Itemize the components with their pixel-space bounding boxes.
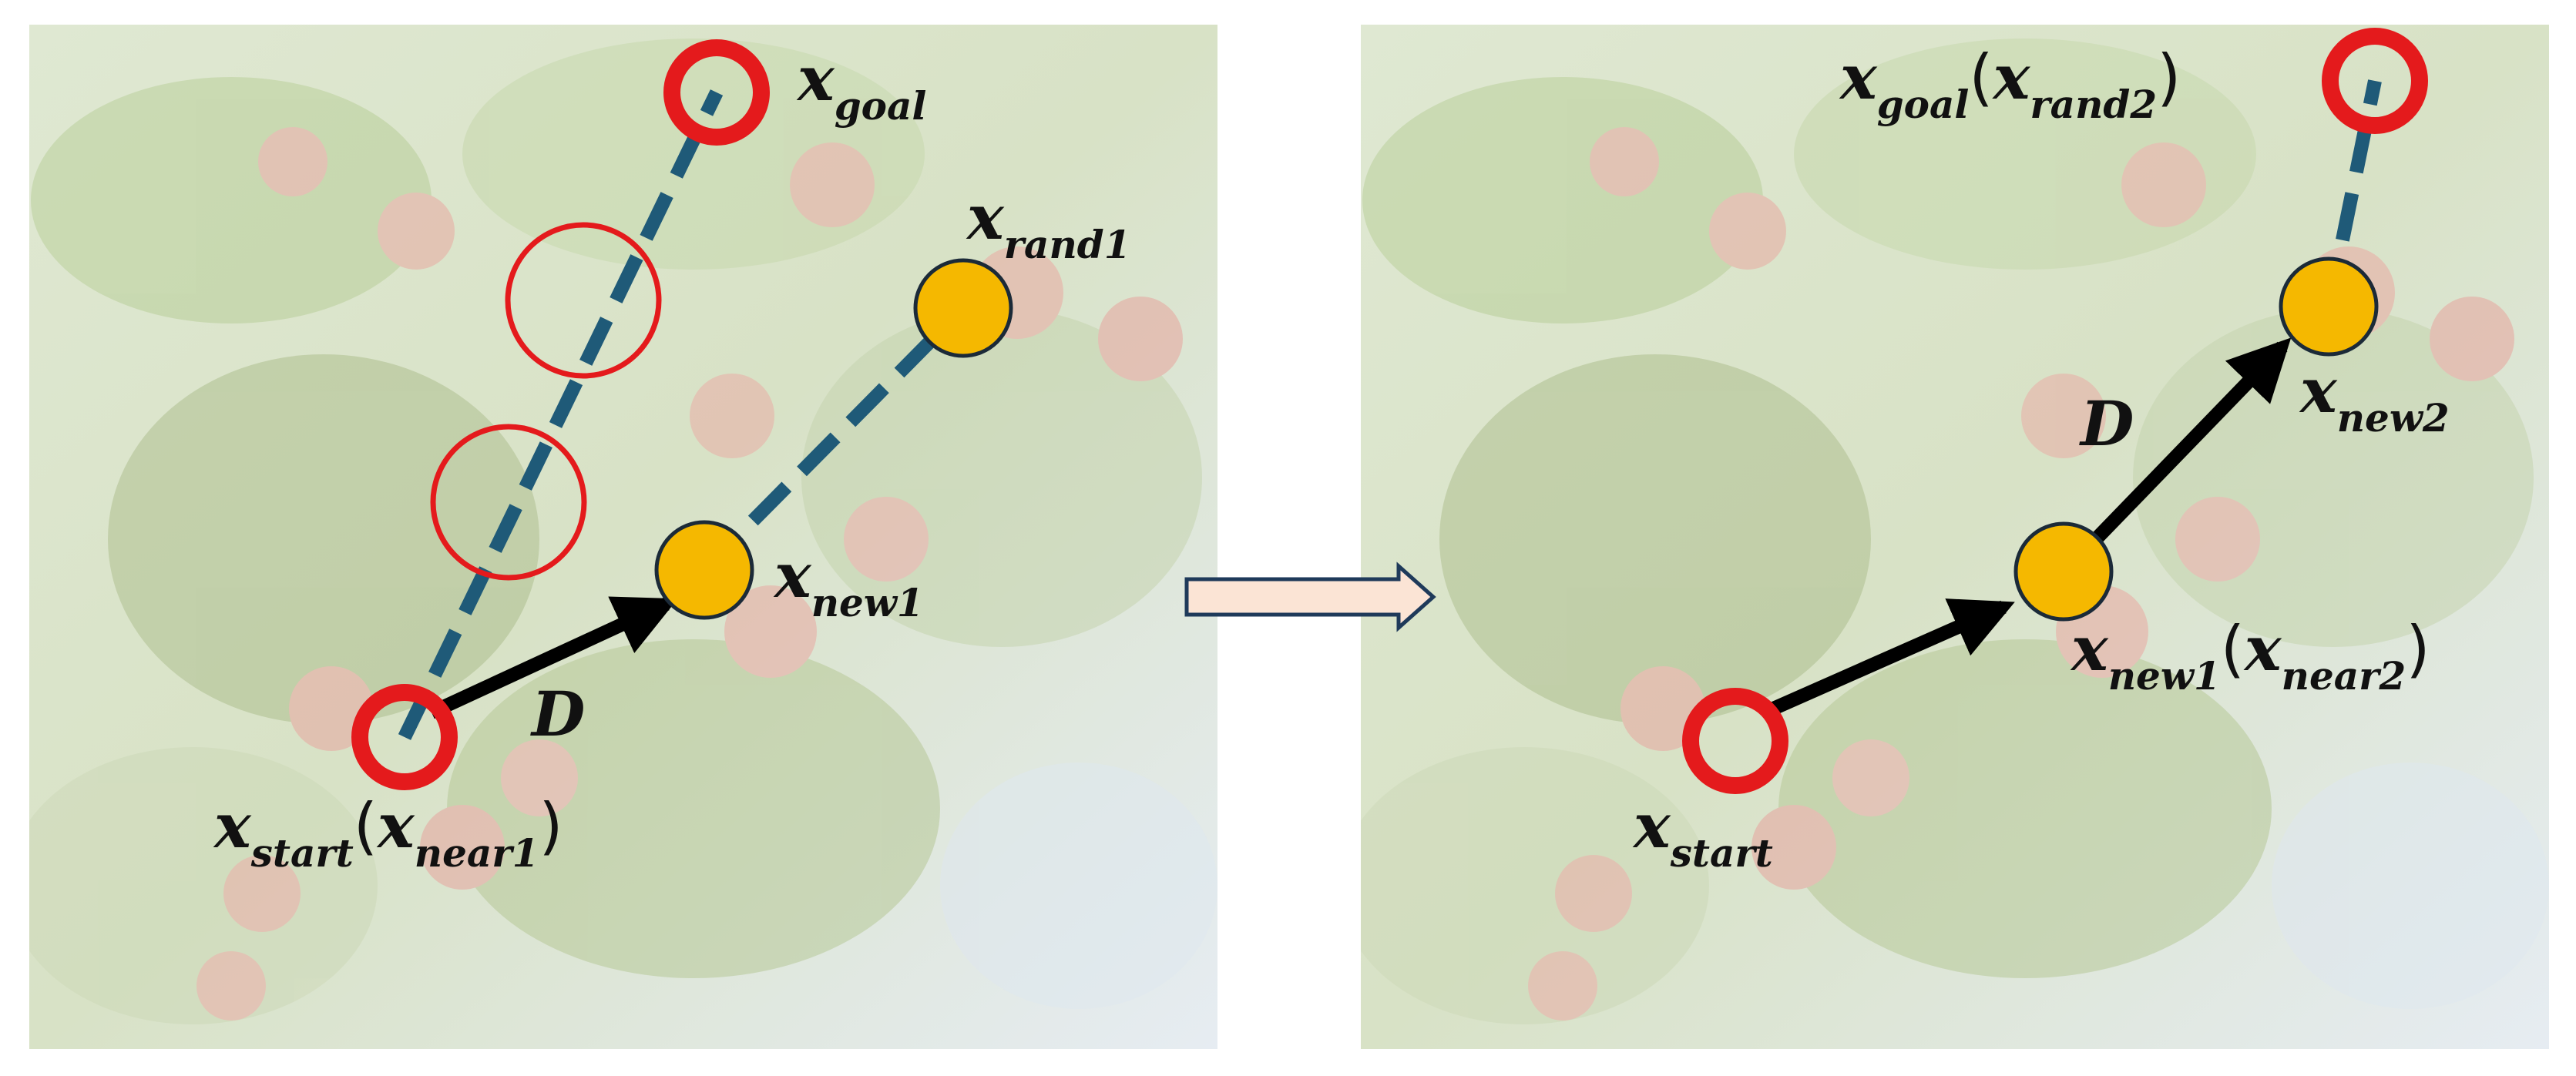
right-step-label: D xyxy=(2079,387,2134,460)
right-start-label: xstart xyxy=(1632,789,1773,876)
left-foliage xyxy=(29,39,1217,1024)
left-new1-label: xnew1 xyxy=(773,539,924,625)
left-new1-node xyxy=(654,520,754,620)
right-new1-node xyxy=(2013,521,2114,622)
left-step-arrow xyxy=(428,596,678,719)
right-start-node xyxy=(1682,688,1788,794)
left-dashed-new1-to-rand1 xyxy=(699,303,969,575)
left-rand1-node xyxy=(913,258,1013,358)
left-step-label: D xyxy=(530,678,585,750)
right-step-arrow-1 xyxy=(1762,598,2015,719)
transition-arrow xyxy=(1184,561,1436,632)
right-step-arrow-2 xyxy=(2091,337,2292,545)
left-start-node xyxy=(351,684,458,790)
left-start-label: xstart(xnear1) xyxy=(213,789,563,876)
right-new2-label: xnew2 xyxy=(2299,354,2450,441)
right-new1-label: xnew1(xnear2) xyxy=(2070,612,2430,699)
left-goal-label: xgoal xyxy=(796,42,926,129)
left-obstacle-circle-lower xyxy=(430,424,587,581)
left-obstacle-circle-upper xyxy=(505,222,662,379)
right-foliage xyxy=(1361,39,2549,1024)
right-goal-node xyxy=(2322,28,2428,134)
left-goal-node xyxy=(663,39,770,146)
right-new2-node xyxy=(2279,256,2379,357)
left-dashed-start-to-goal xyxy=(398,89,724,740)
left-panel xyxy=(29,25,1217,1049)
left-rand1-label: xrand1 xyxy=(966,181,1131,267)
right-panel xyxy=(1361,25,2549,1049)
right-goal-label: xgoal(xrand2) xyxy=(1839,41,2181,127)
